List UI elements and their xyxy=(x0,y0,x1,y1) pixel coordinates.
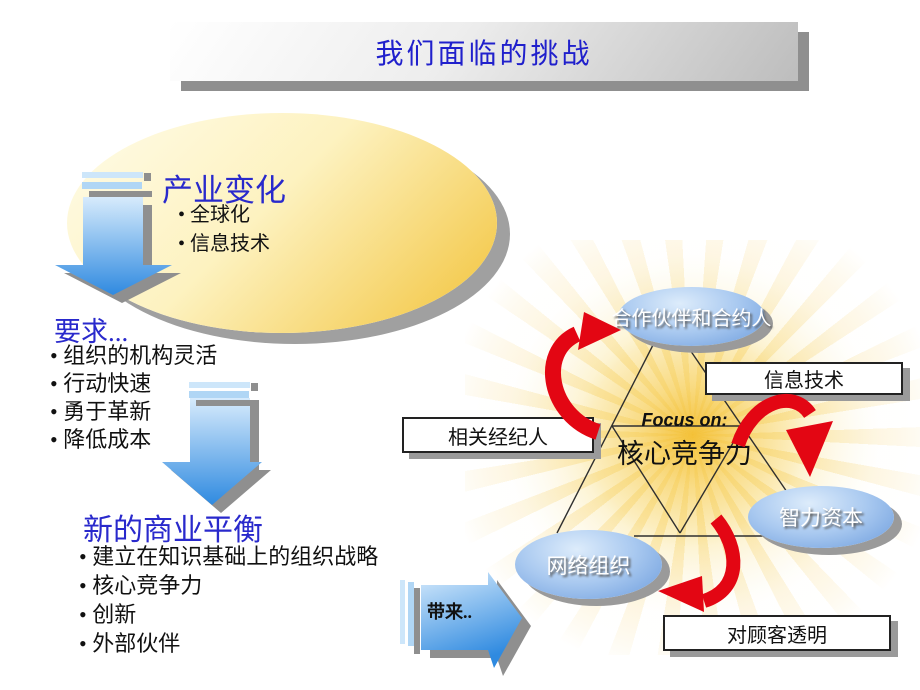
requirements-bullet: 行动快速 xyxy=(50,370,217,398)
partners-node: 合作伙伴和合约人 xyxy=(612,287,772,346)
requirements-bullet: 降低成本 xyxy=(50,426,217,454)
new-balance-bullet: 外部伙伴 xyxy=(79,629,378,658)
brokers-box: 相关经纪人 xyxy=(402,417,594,453)
cycle-arrowhead-right xyxy=(786,421,833,477)
intellectual-capital-node: 智力资本 xyxy=(748,486,894,548)
slide-title: 我们面临的挑战 xyxy=(375,38,593,70)
industry-bullet-list: 全球化 信息技术 xyxy=(178,201,270,259)
customer-transparency-label: 对顾客透明 xyxy=(727,624,827,647)
focus-label: Focus on: xyxy=(641,410,728,430)
network-label: 网络组织 xyxy=(546,553,631,578)
customer-transparency-box: 对顾客透明 xyxy=(663,615,891,651)
requirements-bullet: 组织的机构灵活 xyxy=(50,342,217,370)
cycle-arrow-bottom xyxy=(701,514,741,608)
new-balance-bullet: 核心竞争力 xyxy=(79,571,378,600)
industry-bullet: 信息技术 xyxy=(178,230,270,259)
intellectual-capital-label: 智力资本 xyxy=(779,506,863,530)
cycle-arrow-right xyxy=(731,393,816,448)
network-node: 网络组织 xyxy=(515,530,662,599)
right-arrow-icon xyxy=(400,572,531,676)
requirements-bullet: 勇于革新 xyxy=(50,398,217,426)
cycle-arrowhead-bottom xyxy=(658,576,704,612)
down-arrow-icon-1 xyxy=(55,172,181,303)
slide-title-bar: 我们面临的挑战 xyxy=(170,22,798,81)
partners-label: 合作伙伴和合约人 xyxy=(611,308,772,330)
info-tech-label: 信息技术 xyxy=(764,370,844,392)
focus-value: 核心竞争力 xyxy=(617,439,752,469)
cycle-arrowhead-left xyxy=(578,312,621,350)
cycle-arrow-left xyxy=(545,326,601,440)
brokers-label: 相关经纪人 xyxy=(448,426,548,449)
requirements-bullet-list: 组织的机构灵活 行动快速 勇于革新 降低成本 xyxy=(50,342,217,454)
focus-center: Focus on: 核心竞争力 xyxy=(597,410,772,471)
new-balance-bullet: 创新 xyxy=(79,600,378,629)
new-balance-bullet: 建立在知识基础上的组织战略 xyxy=(79,542,378,571)
industry-bullet: 全球化 xyxy=(178,201,270,230)
new-balance-bullet-list: 建立在知识基础上的组织战略 核心竞争力 创新 外部伙伴 xyxy=(79,542,378,658)
brings-arrow-label: 带来.. xyxy=(427,602,472,622)
info-tech-box: 信息技术 xyxy=(705,362,903,395)
down-arrow-icon-2 xyxy=(162,382,271,513)
